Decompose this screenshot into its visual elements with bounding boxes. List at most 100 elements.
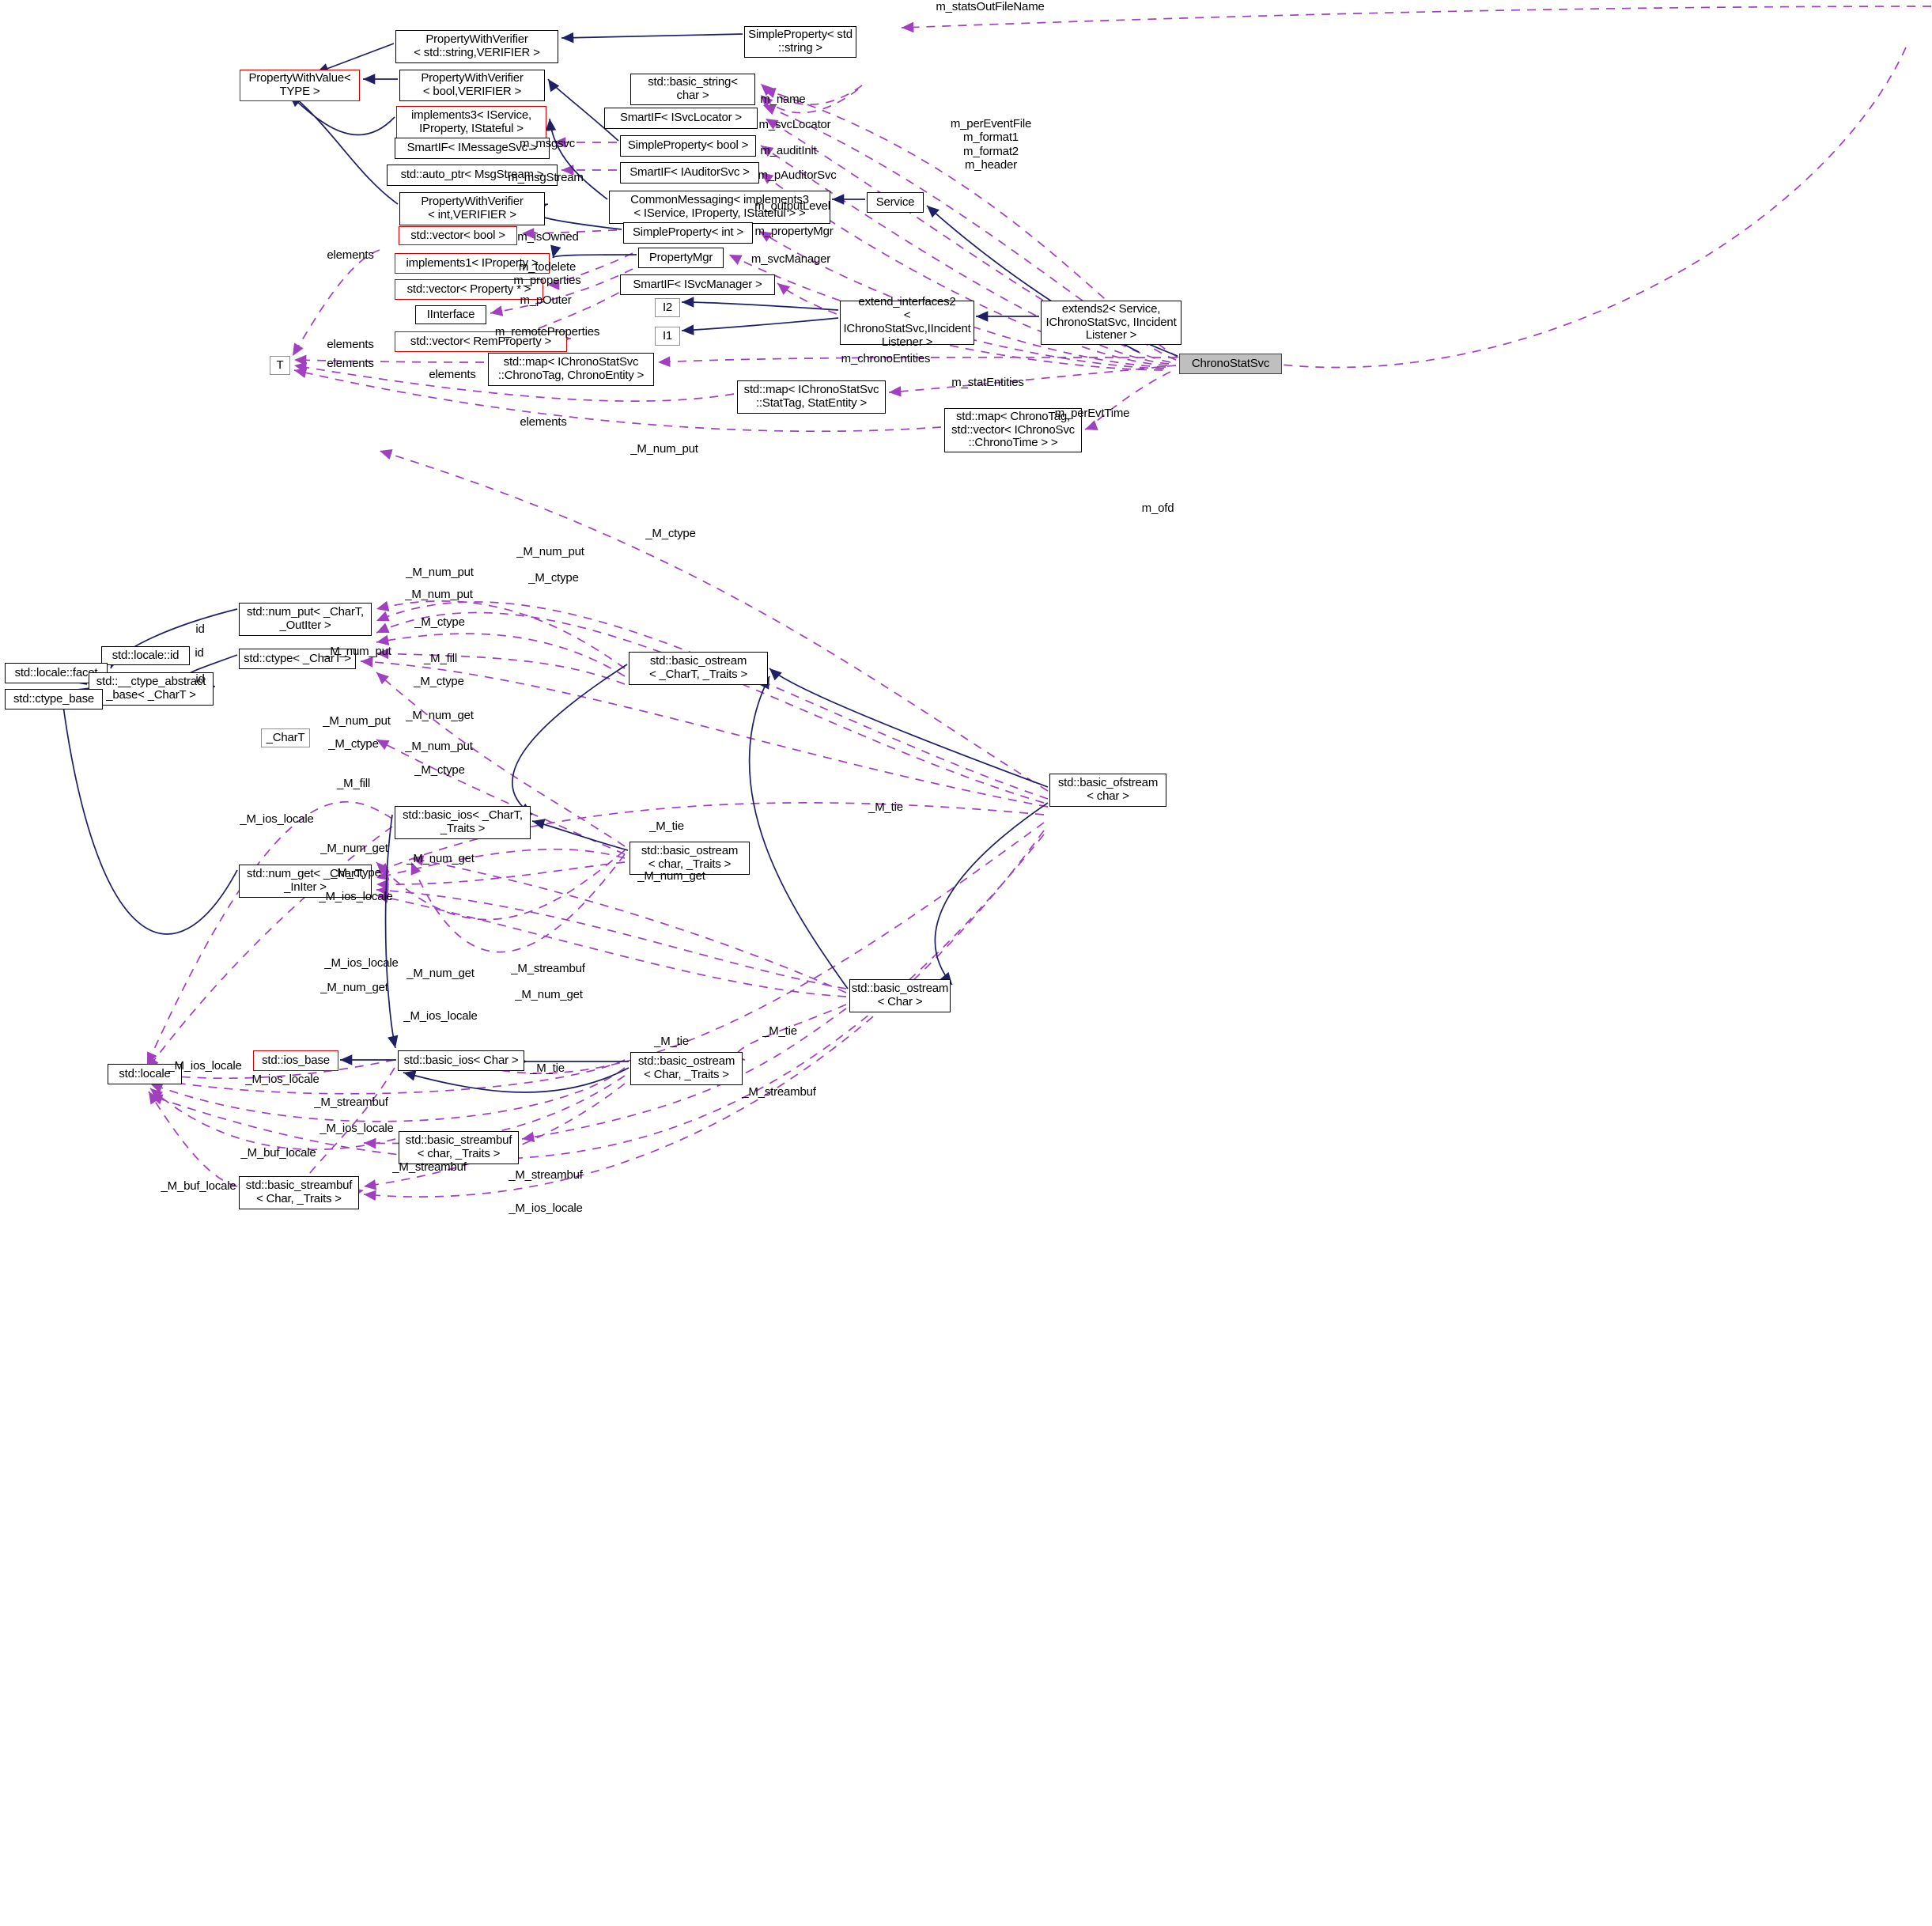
edge-label: _M_buf_locale xyxy=(161,1179,236,1193)
class-node[interactable]: std::ios_base xyxy=(253,1050,338,1071)
class-node[interactable]: std::num_get< _CharT, _InIter > xyxy=(239,865,372,898)
class-node[interactable]: PropertyWithVerifier < int,VERIFIER > xyxy=(399,192,545,225)
edge-label: _M_ctype xyxy=(645,527,696,540)
class-node[interactable]: SimpleProperty< int > xyxy=(623,222,753,244)
edge-label: _M_tie xyxy=(649,819,684,833)
edge-label: m_pOuter xyxy=(520,293,572,307)
class-node[interactable]: I2 xyxy=(655,298,680,317)
edge-label: _M_num_get xyxy=(320,842,388,855)
class-node[interactable]: extends2< Service, IChronoStatSvc, IInci… xyxy=(1041,301,1182,345)
class-node[interactable]: std::basic_streambuf < Char, _Traits > xyxy=(239,1176,359,1209)
edge-label: _M_ios_locale xyxy=(509,1201,583,1215)
class-node[interactable]: SimpleProperty< std ::string > xyxy=(744,26,856,58)
class-node[interactable]: Service xyxy=(867,192,924,213)
edge-label: _M_ctype xyxy=(528,571,579,585)
class-node[interactable]: PropertyWithVerifier < bool,VERIFIER > xyxy=(399,70,545,101)
class-node[interactable]: std::basic_string< char > xyxy=(630,74,755,105)
class-node[interactable]: PropertyWithValue< TYPE > xyxy=(240,70,360,101)
class-node[interactable]: std::ctype< _CharT > xyxy=(239,649,356,669)
class-node[interactable]: std::auto_ptr< MsgStream > xyxy=(387,165,558,186)
class-node[interactable]: std::basic_ostream < Char, _Traits > xyxy=(630,1052,743,1085)
edge-label: m_msgStream xyxy=(508,171,584,184)
class-node[interactable]: std::basic_streambuf < char, _Traits > xyxy=(399,1131,519,1164)
class-node[interactable]: std::map< IChronoStatSvc ::ChronoTag, Ch… xyxy=(488,353,654,386)
class-node[interactable]: CommonMessaging< implements3 < IService,… xyxy=(609,191,830,224)
edge-label: _M_num_get xyxy=(406,967,474,980)
edge-label: _M_fill xyxy=(337,777,370,790)
edge-label: _M_buf_locale xyxy=(240,1146,316,1160)
class-node[interactable]: PropertyMgr xyxy=(638,248,724,268)
edge-label: _M_num_put xyxy=(405,588,473,601)
edge-label: _M_num_put xyxy=(406,566,474,579)
class-node[interactable]: SmartIF< IMessageSvc > xyxy=(395,138,550,159)
class-node[interactable]: std::locale::id xyxy=(101,646,190,665)
edge-label: _M_streambuf xyxy=(742,1085,816,1099)
class-node[interactable]: SmartIF< ISvcManager > xyxy=(620,274,775,295)
class-node[interactable]: SimpleProperty< bool > xyxy=(620,135,756,157)
edge-label: m_statsOutFileName xyxy=(936,0,1045,13)
class-node[interactable]: std::basic_ostream < Char > xyxy=(849,979,951,1012)
edge-label: _M_num_put xyxy=(516,545,584,558)
edge-label: id xyxy=(195,646,204,660)
class-node[interactable]: I1 xyxy=(655,327,680,346)
edge-label: m_todelete m_properties xyxy=(513,260,581,288)
class-node[interactable]: T xyxy=(270,356,290,375)
class-node[interactable]: implements3< IService, IProperty, IState… xyxy=(396,106,546,139)
edge-label: m_svcManager xyxy=(750,252,831,266)
class-node[interactable]: std::num_put< _CharT, _OutIter > xyxy=(239,603,372,636)
class-node[interactable]: std::basic_ofstream < char > xyxy=(1049,774,1166,807)
edge-label: id xyxy=(195,622,205,636)
edge-label: _M_num_put xyxy=(323,714,391,728)
class-node[interactable]: std::__ctype_abstract _base< _CharT > xyxy=(89,672,214,706)
edge-label: _M_ios_locale xyxy=(168,1059,242,1073)
edge-label: _M_num_get xyxy=(406,852,474,865)
edge-label: m_ofd xyxy=(1141,501,1174,515)
class-node[interactable]: std::vector< bool > xyxy=(399,226,517,245)
class-node[interactable]: std::map< ChronoTag, std::vector< IChron… xyxy=(944,408,1082,452)
edge-label: elements xyxy=(429,368,476,381)
edge-label: _M_ios_locale xyxy=(240,812,314,826)
edge-label: _M_streambuf xyxy=(314,1095,388,1109)
class-node[interactable]: std::vector< RemProperty > xyxy=(395,331,567,352)
edge-label: _M_num_put xyxy=(323,645,391,658)
edge-label: _M_num_get xyxy=(320,981,388,994)
edge-label: _M_streambuf xyxy=(392,1160,467,1174)
edge-label: m_outputLevel xyxy=(754,199,830,213)
edge-label: _M_ctype xyxy=(328,737,379,751)
class-node[interactable]: PropertyWithVerifier < std::string,VERIF… xyxy=(395,30,558,63)
class-node[interactable]: extend_interfaces2 < IChronoStatSvc,IInc… xyxy=(840,296,974,349)
edge-label: _M_tie xyxy=(530,1061,565,1075)
edge-label: _M_fill xyxy=(424,652,457,665)
edge-label: _M_ctype xyxy=(414,675,464,688)
edge-label: m_perEvtTime xyxy=(1054,407,1130,420)
class-node[interactable]: SmartIF< IAuditorSvc > xyxy=(620,162,759,184)
edge-label: elements xyxy=(520,415,567,429)
class-node[interactable]: implements1< IProperty > xyxy=(395,253,550,274)
class-node[interactable]: std::basic_ios< _CharT, _Traits > xyxy=(395,806,531,839)
edge-label: _M_num_get xyxy=(406,709,474,722)
class-node[interactable]: std::vector< Property * > xyxy=(395,279,543,300)
class-node[interactable]: ChronoStatSvc xyxy=(1179,354,1282,374)
edge-label: elements xyxy=(327,357,374,370)
class-node[interactable]: std::locale xyxy=(108,1064,182,1084)
class-node[interactable]: std::map< IChronoStatSvc ::StatTag, Stat… xyxy=(737,380,886,414)
edge-label: _M_ios_locale xyxy=(324,956,399,970)
class-node[interactable]: std::basic_ostream < _CharT, _Traits > xyxy=(629,652,768,685)
class-node[interactable]: std::basic_ios< Char > xyxy=(398,1050,524,1071)
edge-label: elements xyxy=(327,248,374,262)
class-node[interactable]: std::ctype_base xyxy=(5,689,103,709)
edge-label: _M_ctype xyxy=(414,615,465,629)
edge-label: _M_tie xyxy=(654,1035,689,1048)
edge-label: _M_num_get xyxy=(637,869,705,883)
edge-label: m_isOwned xyxy=(517,230,579,244)
class-node[interactable]: _CharT xyxy=(261,728,310,747)
class-node[interactable]: SmartIF< ISvcLocator > xyxy=(604,108,758,129)
edge-label: m_remoteProperties xyxy=(494,325,600,339)
class-node[interactable]: IInterface xyxy=(415,305,486,324)
edge-label: id xyxy=(195,672,205,686)
class-node[interactable]: std::basic_ostream < char, _Traits > xyxy=(630,842,750,875)
edge-label: _M_num_put xyxy=(405,740,473,753)
edge-label: _M_tie xyxy=(762,1024,797,1038)
